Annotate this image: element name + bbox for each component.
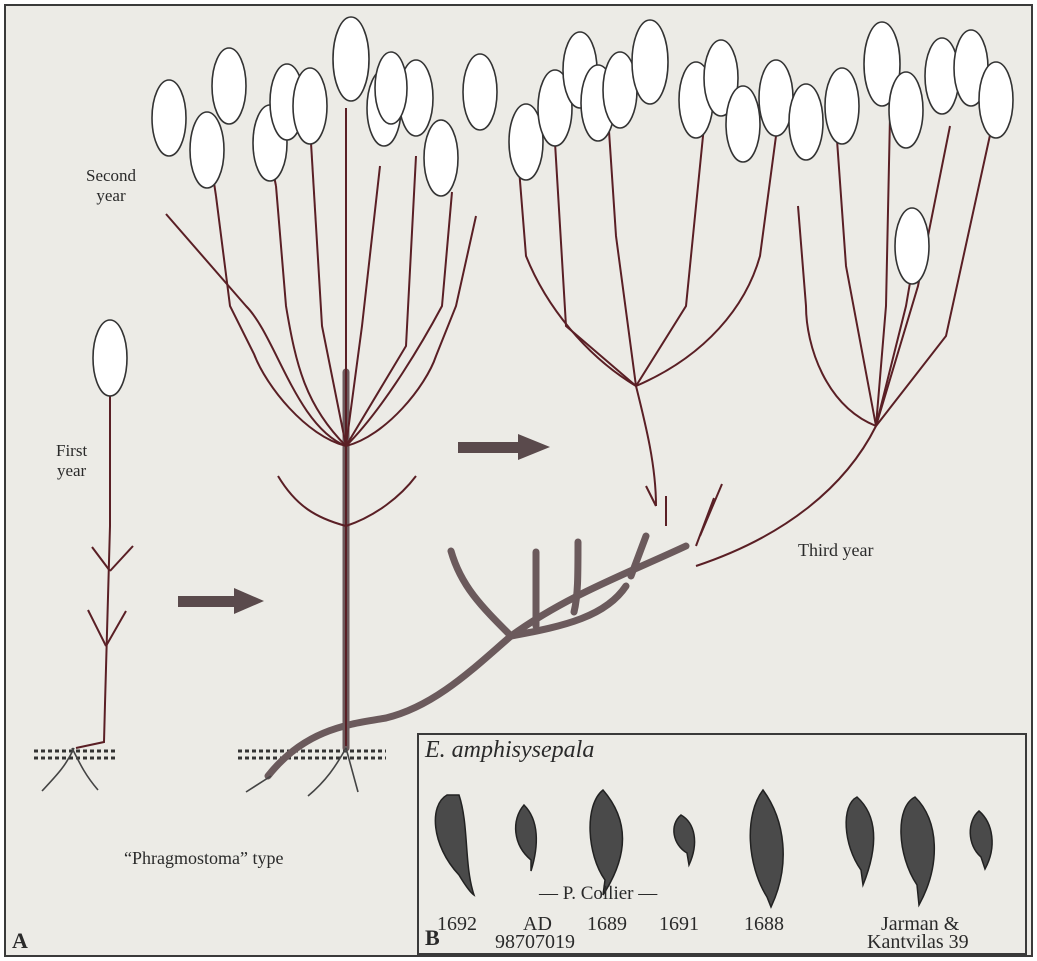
panel-b: E. amphisysepala — P. Collier — 1692 AD …	[417, 733, 1027, 955]
caption: “Phragmostoma” type	[124, 848, 283, 869]
leaf	[435, 795, 474, 895]
label-third-year: Third year	[798, 540, 873, 561]
specimen-1691: 1691	[659, 913, 699, 936]
soil-right	[238, 751, 386, 758]
leaf	[970, 811, 992, 869]
roots	[42, 748, 358, 796]
second-year-shoot	[166, 108, 476, 746]
third-year-shoot	[518, 106, 992, 566]
arrow-icon	[178, 588, 264, 614]
leaf	[750, 790, 783, 907]
specimen-98707019: 98707019	[495, 931, 575, 954]
leaf	[901, 797, 934, 905]
first-year-capsule	[93, 320, 127, 396]
panel-letter-b: B	[425, 925, 440, 951]
leaf	[590, 790, 622, 895]
leaf	[674, 815, 695, 865]
specimen-1692: 1692	[437, 913, 477, 936]
second-year-capsules	[152, 17, 497, 196]
leaf	[516, 805, 537, 871]
label-second-year: Second year	[86, 166, 136, 206]
collector-label: — P. Collier —	[539, 883, 657, 905]
specimen-1689: 1689	[587, 913, 627, 936]
specimen-kantvilas: Kantvilas 39	[867, 931, 969, 954]
panel-letter-a: A	[12, 928, 28, 954]
label-first-year: First year	[56, 441, 87, 481]
figure-panel: Second year First year Third year “Phrag…	[4, 4, 1033, 957]
arrow-icon	[458, 434, 550, 460]
leaf	[846, 797, 874, 885]
specimen-1688: 1688	[744, 913, 784, 936]
rhizome	[268, 372, 686, 776]
